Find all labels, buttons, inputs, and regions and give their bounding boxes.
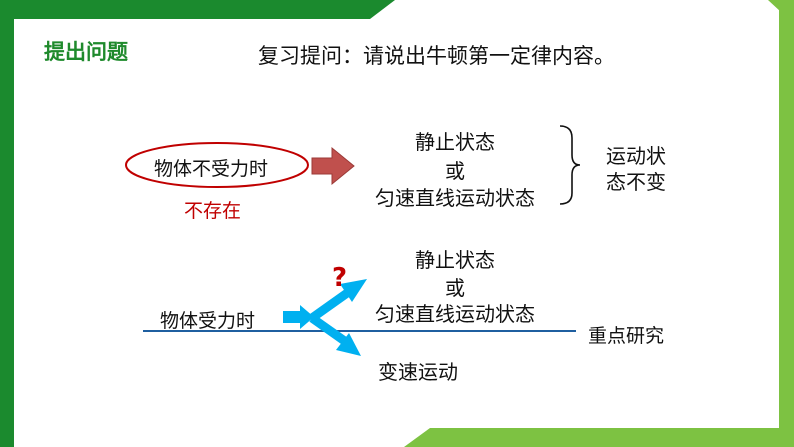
no-force-condition: 物体不受力时 xyxy=(154,158,269,180)
fork-stem-arrow xyxy=(283,305,314,329)
conclusion-line-1: 运动状 xyxy=(606,144,666,168)
fork-up-arrow-shaft xyxy=(309,287,353,322)
no-force-state-rest: 静止状态 xyxy=(415,130,495,154)
no-force-state-uniform: 匀速直线运动状态 xyxy=(375,186,535,210)
not-exist-note: 不存在 xyxy=(184,200,242,222)
curly-brace-icon xyxy=(559,125,581,205)
right-green-band xyxy=(779,0,794,447)
focus-study-label: 重点研究 xyxy=(588,325,665,347)
question-mark-icon: ? xyxy=(332,263,348,293)
conclusion-line-2: 态不变 xyxy=(606,170,666,194)
fork-down-arrow-icon xyxy=(336,333,361,356)
fork-up-arrow-icon xyxy=(340,279,367,302)
top-green-band xyxy=(0,0,395,19)
force-condition: 物体受力时 xyxy=(160,310,256,332)
red-arrow-icon xyxy=(311,146,355,186)
no-force-or: 或 xyxy=(445,159,465,183)
force-state-variable: 变速运动 xyxy=(378,360,458,384)
condition-ellipse xyxy=(125,142,309,188)
page-title: 提出问题 xyxy=(44,40,128,64)
force-or: 或 xyxy=(445,276,465,300)
force-state-rest: 静止状态 xyxy=(415,248,495,272)
bottom-green-band xyxy=(404,428,794,447)
review-question: 复习提问：请说出牛顿第一定律内容。 xyxy=(258,44,615,68)
force-state-uniform: 匀速直线运动状态 xyxy=(375,302,535,326)
left-green-band xyxy=(0,0,14,447)
fork-down-arrow-shaft xyxy=(309,314,349,346)
